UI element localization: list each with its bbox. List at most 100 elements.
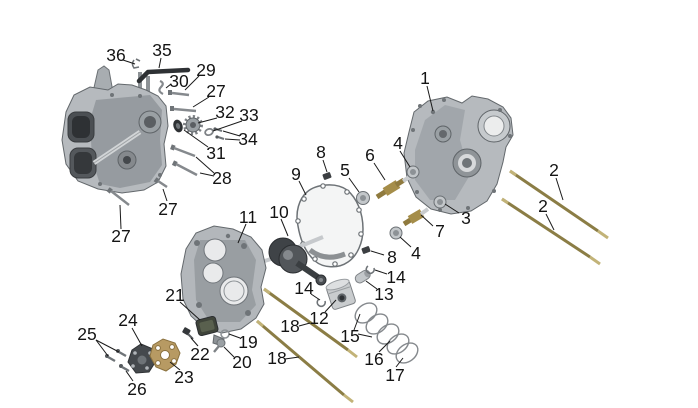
clip	[131, 58, 141, 69]
callout-10: 10	[269, 202, 289, 237]
callout-14a: 14	[294, 278, 321, 301]
callout-label: 22	[190, 344, 209, 364]
callout-1: 1	[420, 68, 434, 112]
tensioner-shaft-6	[375, 174, 413, 200]
callout-21: 21	[165, 285, 201, 321]
callout-label: 18	[280, 316, 299, 336]
sprocket	[183, 115, 203, 135]
callout-14b: 14	[374, 267, 406, 287]
callout-label: 1	[420, 68, 430, 88]
right-crankcase-half	[403, 95, 514, 215]
callout-label: 2	[538, 196, 548, 216]
callout-24: 24	[118, 310, 143, 347]
small-fasteners-8	[322, 172, 371, 254]
bolt-22	[182, 327, 194, 340]
callout-4b: 4	[399, 236, 421, 263]
callout-label: 23	[174, 367, 193, 387]
spring-hook	[158, 79, 164, 95]
callout-label: 24	[118, 310, 138, 330]
callout-label: 12	[309, 308, 328, 328]
callout-7: 7	[420, 214, 445, 241]
callout-23: 23	[169, 361, 194, 387]
callout-label: 33	[239, 105, 258, 125]
callout-label: 6	[365, 145, 375, 165]
callout-label: 16	[364, 349, 383, 369]
callout-16: 16	[364, 340, 391, 369]
parts-layer	[61, 58, 609, 404]
callout-label: 14	[294, 278, 314, 298]
callout-label: 31	[206, 143, 225, 163]
callout-label: 4	[411, 243, 421, 263]
callout-label: 4	[393, 133, 403, 153]
callout-label: 27	[206, 81, 225, 101]
callout-18b: 18	[267, 348, 300, 368]
callout-28: 28	[195, 156, 232, 188]
callout-label: 9	[291, 164, 301, 184]
callout-label: 2	[549, 160, 559, 180]
callout-label: 35	[152, 40, 171, 60]
callout-label: 15	[340, 326, 359, 346]
callout-15: 15	[340, 313, 373, 346]
tensioner-shaft-7	[402, 207, 430, 227]
callout-label: 21	[165, 285, 184, 305]
pump-gasket	[149, 338, 181, 372]
callout-label: 10	[269, 202, 289, 222]
callout-9: 9	[291, 164, 307, 196]
cylinder-studs	[256, 287, 358, 404]
bolts	[106, 90, 198, 206]
callout-8b: 8	[370, 247, 397, 267]
callout-34: 34	[222, 129, 258, 149]
callout-label: 25	[77, 324, 96, 344]
callout-26: 26	[125, 370, 147, 399]
callout-label: 8	[316, 142, 326, 162]
crankcase-studs	[501, 169, 609, 266]
callout-label: 11	[239, 207, 257, 227]
callout-36: 36	[106, 45, 136, 65]
callout-27c: 27	[111, 204, 131, 246]
callout-25: 25	[77, 324, 120, 357]
oil-seal	[173, 119, 183, 133]
callout-label: 27	[111, 226, 130, 246]
callout-label: 34	[238, 129, 258, 149]
callout-35: 35	[152, 40, 172, 69]
drain-bolt	[213, 338, 226, 353]
callout-label: 32	[215, 102, 234, 122]
callout-22: 22	[190, 337, 210, 364]
callouts-layer: 1 2 2 3 4 4 5 6	[77, 40, 564, 399]
piston	[325, 278, 356, 310]
callout-19: 19	[228, 332, 258, 352]
callout-label: 36	[106, 45, 125, 65]
callout-20: 20	[223, 346, 252, 372]
callout-13: 13	[365, 280, 394, 304]
callout-label: 27	[158, 199, 177, 219]
callout-label: 29	[196, 60, 215, 80]
callout-27b: 27	[158, 188, 178, 219]
left-crankcase-outer	[61, 65, 169, 194]
callout-3: 3	[444, 203, 471, 228]
case-gasket	[295, 183, 364, 268]
piston-pin	[354, 269, 371, 284]
callout-17: 17	[385, 357, 405, 385]
callout-label: 8	[387, 247, 397, 267]
circlips	[316, 265, 376, 308]
callout-11: 11	[237, 207, 257, 244]
washer	[204, 127, 214, 137]
callout-label: 17	[385, 365, 404, 385]
callout-18a: 18	[280, 316, 311, 336]
callout-label: 14	[386, 267, 406, 287]
callout-label: 30	[169, 71, 189, 91]
callout-label: 5	[340, 160, 350, 180]
callout-29: 29	[184, 60, 216, 91]
callout-8a: 8	[316, 142, 328, 173]
piston-rings	[354, 302, 419, 364]
callout-33: 33	[212, 105, 259, 132]
callout-label: 13	[374, 284, 393, 304]
shift-rod	[136, 67, 191, 84]
callout-label: 19	[238, 332, 257, 352]
callout-32: 32	[197, 102, 235, 124]
callout-label: 7	[435, 221, 445, 241]
callout-2b: 2	[538, 196, 555, 231]
callout-label: 20	[232, 352, 252, 372]
callout-30: 30	[165, 71, 189, 91]
